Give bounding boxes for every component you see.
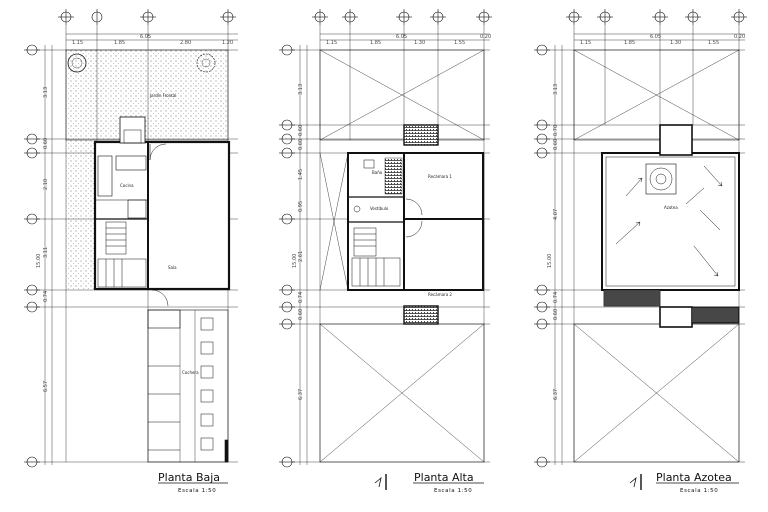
dim-total-width: 6.05: [650, 34, 661, 40]
dim-top-3: 1.30: [670, 40, 681, 46]
dim-side-3: 2.10: [43, 179, 49, 190]
plan-scale-planta-alta: Escala 1:50: [434, 488, 472, 494]
garage: [147, 309, 229, 463]
dim-side-1: 3.13: [298, 84, 304, 95]
plan-scale-planta-azotea: Escala 1:50: [680, 488, 718, 494]
slope-arrows: [615, 165, 723, 277]
front-garden: [65, 49, 229, 141]
dim-top-3: 1.30: [414, 40, 425, 46]
plan-title-planta-alta: Planta Alta: [414, 471, 474, 484]
axis-bubbles-top: [312, 9, 492, 25]
plan-planta-azotea: [534, 9, 747, 490]
dim-top-5: 0.20: [734, 34, 745, 40]
plan-planta-alta: [279, 9, 492, 490]
north-arrow-icon: [374, 474, 387, 490]
dim-top-1: 1.15: [326, 40, 337, 46]
dim-top-2: 1.85: [624, 40, 635, 46]
dim-top-1: 1.15: [580, 40, 591, 46]
dim-top-3: 2.80: [180, 40, 191, 46]
dim-side-1: 3.13: [553, 84, 559, 95]
dim-top-4: 1.55: [708, 40, 719, 46]
dim-total-height: 15.00: [547, 254, 553, 268]
room-label-garage: Cochera: [182, 370, 199, 375]
balcony-rear: [403, 305, 439, 325]
hatched-parapet-left: [603, 289, 661, 307]
dim-side-8: 0.60: [298, 309, 304, 320]
water-tank: [645, 163, 677, 195]
axis-bubbles-top: [58, 9, 236, 25]
dim-side-7: 0.74: [298, 292, 304, 303]
dim-total-height: 15.00: [292, 254, 298, 268]
dim-side-6: 2.61: [298, 251, 304, 262]
room-label-bano: Baño: [372, 170, 383, 175]
room-label-recamara-2: Recámara 2: [428, 292, 452, 297]
dim-side-3: 0.60: [298, 139, 304, 150]
dim-total-width: 6.05: [140, 34, 151, 40]
stairs-upper: [351, 227, 401, 287]
dim-side-3: 0.60: [553, 139, 559, 150]
dim-top-4: 1.55: [454, 40, 465, 46]
tree-symbol: [67, 53, 87, 73]
dim-top-1: 1.15: [72, 40, 83, 46]
axis-bubbles-top: [566, 9, 747, 25]
dim-total-width: 6.05: [396, 34, 407, 40]
dim-side-7: 6.37: [553, 389, 559, 400]
dim-side-9: 6.37: [298, 389, 304, 400]
room-label-garden: Jardín Frontal: [149, 93, 176, 98]
room-label-recamara-1: Recámara 1: [428, 174, 452, 179]
dim-top-2: 1.85: [370, 40, 381, 46]
dim-side-1: 3.13: [43, 87, 49, 98]
roof-slab: [601, 152, 740, 291]
hatched-parapet-right: [691, 306, 740, 324]
stairs-ground: [97, 221, 147, 288]
dim-side-4: 3.11: [43, 247, 49, 258]
plan-title-planta-azotea: Planta Azotea: [656, 471, 732, 484]
dim-side-2: 0.60: [298, 125, 304, 136]
ground-floor-walls: [93, 140, 231, 291]
dim-side-2: 0.60: [43, 138, 49, 149]
dim-side-4: 4.07: [553, 209, 559, 220]
dim-side-2: 0.70: [553, 125, 559, 136]
room-label-azotea: Azotea: [664, 205, 678, 210]
plan-planta-baja: [24, 9, 238, 484]
dim-side-5: 0.95: [298, 201, 304, 212]
dim-side-5: 0.74: [553, 292, 559, 303]
dim-top-2: 1.85: [114, 40, 125, 46]
dim-side-5: 0.74: [43, 291, 49, 302]
room-label-vestibulo: Vestíbulo: [370, 206, 389, 211]
dim-side-6: 6.57: [43, 381, 49, 392]
dim-side-6: 0.60: [553, 309, 559, 320]
north-arrow-icon: [629, 474, 642, 490]
dim-top-5: 0.20: [480, 34, 491, 40]
plan-title-planta-baja: Planta Baja: [158, 471, 220, 484]
dim-top-4: 1.20: [222, 40, 233, 46]
plan-scale-planta-baja: Escala 1:50: [178, 488, 216, 494]
paving-stones: [148, 317, 214, 451]
balcony-front: [403, 124, 439, 146]
room-label-kitchen: Cocina: [120, 183, 134, 188]
dim-total-height: 15.00: [36, 254, 42, 268]
room-label-living: Sala: [168, 265, 177, 270]
dim-side-4: 1.45: [298, 169, 304, 180]
